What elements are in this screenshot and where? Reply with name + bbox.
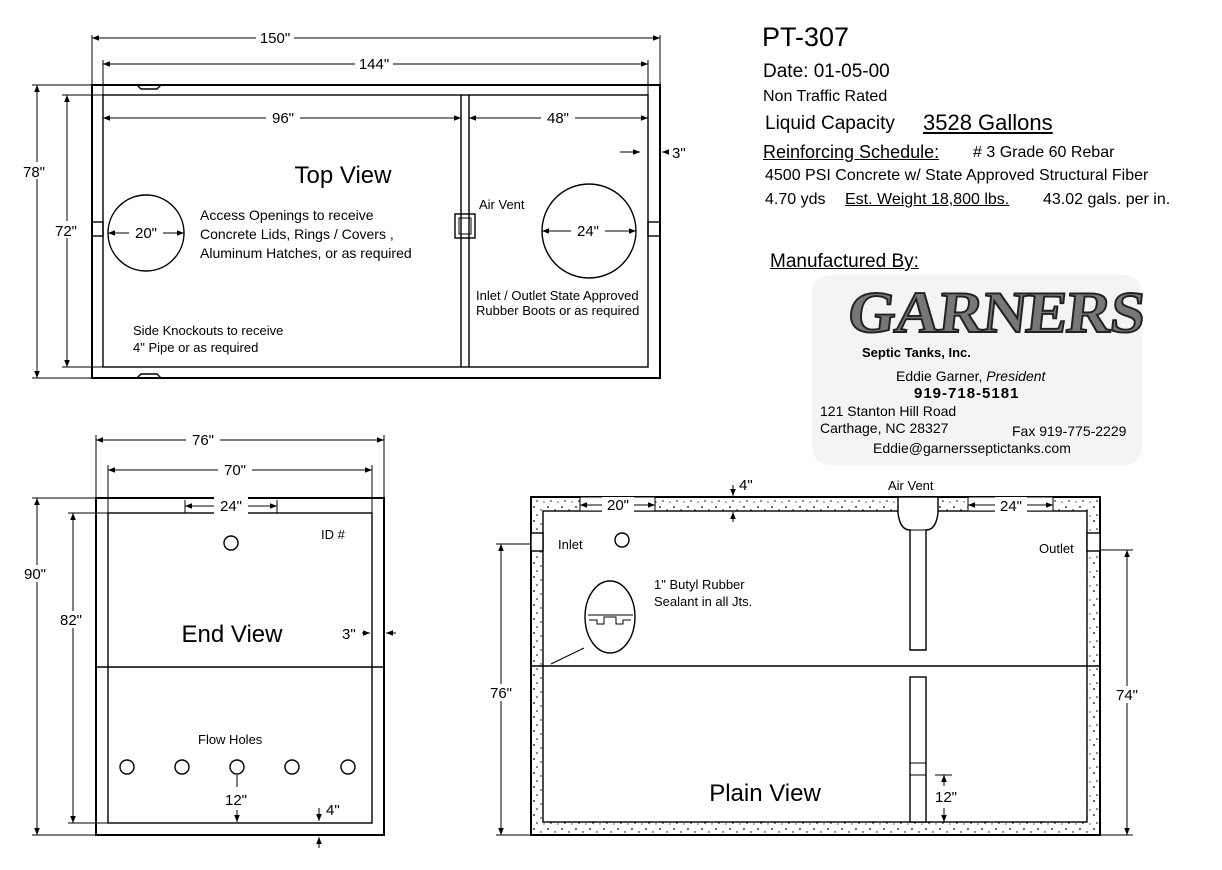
- access-note-line-1: Access Openings to receive: [200, 207, 374, 223]
- top-view-title: Top View: [295, 162, 393, 189]
- plain-inlet-boot: [530, 532, 544, 552]
- end-dim-76: 76": [192, 432, 214, 449]
- top-air-vent-label: Air Vent: [479, 197, 525, 212]
- end-dim-90: 90": [24, 566, 46, 583]
- end-dim-24: 24": [220, 498, 242, 515]
- end-dim-3: 3": [342, 626, 356, 643]
- plain-dim-74: 74": [1116, 687, 1138, 704]
- top-outlet-boot: [647, 221, 661, 237]
- top-knockout-bottom: [136, 373, 162, 379]
- flow-hole: [174, 759, 190, 775]
- inlet-note-line-2: Rubber Boots or as required: [476, 303, 639, 318]
- top-inlet-boot: [91, 221, 104, 237]
- plain-dim-76: 76": [490, 685, 512, 702]
- outlet-label: Outlet: [1039, 541, 1074, 556]
- inlet-note-line-1: Inlet / Outlet State Approved: [476, 288, 639, 303]
- inlet-label: Inlet: [558, 537, 583, 552]
- access-note-line-3: Aluminum Hatches, or as required: [200, 245, 412, 261]
- plain-view-title: Plain View: [709, 780, 821, 807]
- plain-view: 20" 24" 4" 76" 74" 12" Air Vent Inlet Ou…: [486, 477, 1142, 836]
- sealant-note-line-1: 1" Butyl Rubber: [654, 577, 745, 592]
- top-dim-150: 150": [260, 30, 290, 47]
- top-dim-20: 20": [135, 225, 157, 242]
- top-dim-78: 78": [23, 164, 45, 181]
- flow-hole: [284, 759, 300, 775]
- flow-hole: [229, 759, 245, 775]
- top-dim-72: 72": [55, 223, 77, 240]
- plain-dim-12: 12": [935, 789, 957, 806]
- plain-dim-24: 24": [1000, 498, 1022, 515]
- knockout-note-line-1: Side Knockouts to receive: [133, 323, 283, 338]
- top-knockout-top: [136, 84, 162, 90]
- end-dim-12: 12": [225, 792, 247, 809]
- id-label: ID #: [321, 527, 346, 542]
- top-dim-3: 3": [672, 145, 686, 162]
- flow-hole: [119, 759, 135, 775]
- sealant-detail: [584, 580, 636, 654]
- access-note-line-2: Concrete Lids, Rings / Covers ,: [200, 226, 394, 242]
- top-dim-144: 144": [359, 56, 389, 73]
- top-dim-96: 96": [272, 110, 294, 127]
- end-dim-82: 82": [60, 612, 82, 629]
- top-dim-24: 24": [577, 223, 599, 240]
- end-dim-70: 70": [224, 462, 246, 479]
- end-view-title: End View: [182, 621, 284, 648]
- plain-air-vent: [897, 496, 939, 651]
- plain-outlet-boot: [1086, 532, 1101, 552]
- top-air-vent: [454, 213, 476, 239]
- end-view-pipe-hole: [223, 535, 239, 551]
- plain-air-vent-label: Air Vent: [888, 478, 934, 493]
- plain-baffle-lower: [909, 676, 927, 823]
- top-view: 150" 144" 96" 48" 3" 78" 72" 20" 24" Top…: [20, 29, 686, 379]
- flow-holes-label: Flow Holes: [198, 732, 263, 747]
- plain-dim-20: 20": [607, 497, 629, 514]
- sealant-note-line-2: Sealant in all Jts.: [654, 594, 752, 609]
- top-dim-48: 48": [547, 110, 569, 127]
- flow-hole: [340, 759, 356, 775]
- end-dim-4: 4": [326, 802, 340, 819]
- end-view: 76" 70" 24" 90" 82" 3" 12" 4" ID # End V…: [20, 431, 396, 848]
- end-view-inner-wall: [107, 512, 373, 824]
- plain-dim-4: 4": [739, 477, 753, 494]
- plain-pipe-hole: [614, 532, 630, 548]
- knockout-note-line-2: 4" Pipe or as required: [133, 340, 258, 355]
